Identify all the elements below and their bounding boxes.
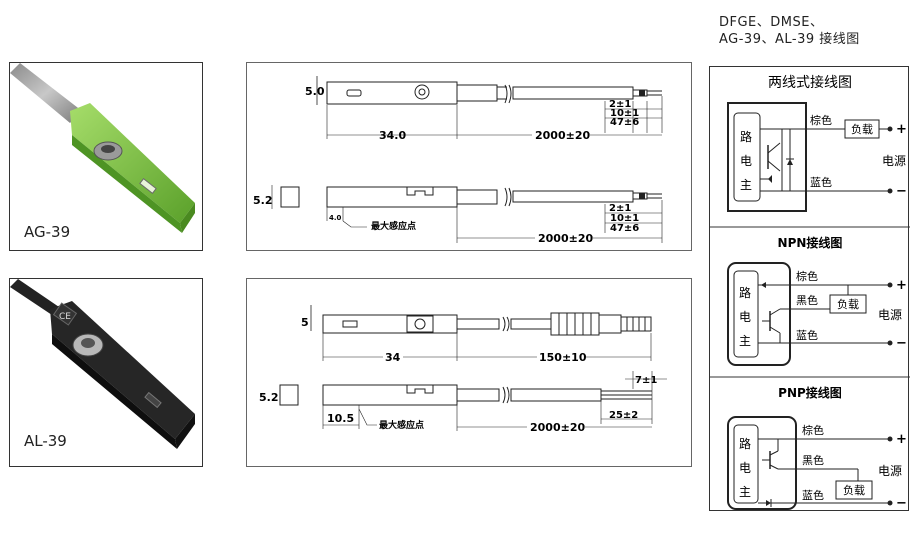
pnp-circuit-char2: 电 <box>739 461 751 475</box>
pnp-plus: + <box>896 432 907 447</box>
ag39-dim-strip2: 10±1 <box>610 108 639 119</box>
ag39-dim-sense-offset: 4.0 <box>329 214 342 222</box>
ag39-dimension-drawing: 5.0 2±1 10±1 47±6 34.0 2000±20 5.2 <box>246 62 692 251</box>
al39-end-profile <box>279 384 299 406</box>
product-label-ag39: AG-39 <box>24 223 71 241</box>
two-wire-power: 电源 <box>882 154 906 168</box>
al39-sense-point-label: 最大感应点 <box>379 419 424 431</box>
ag39-end-profile <box>280 186 300 208</box>
al39-connector-thread <box>620 316 652 332</box>
ag39-sensor-illustration <box>10 63 195 233</box>
ag39-sense-point-label: 最大感应点 <box>371 220 416 232</box>
two-wire-circuit-char3: 主 <box>740 178 752 192</box>
ag39-dim-cable-b: 2000±20 <box>538 232 593 245</box>
ag39-body <box>70 103 195 223</box>
two-wire-plus: + <box>896 122 907 137</box>
pnp-black: 黑色 <box>802 453 824 467</box>
al39-dim-strip1: 7±1 <box>635 375 657 386</box>
ag39-dim-strip1: 2±1 <box>609 99 631 110</box>
npn-circuit-char3: 主 <box>739 334 751 348</box>
npn-blue: 蓝色 <box>796 328 818 342</box>
al39-dim-length: 34 <box>385 351 401 364</box>
two-wire-minus: − <box>896 184 907 199</box>
npn-circuit-char1: 路 <box>739 285 751 300</box>
ag39-dim-strip3-b: 47±6 <box>610 223 639 234</box>
ce-mark-icon: CE <box>59 312 71 322</box>
npn-brown: 棕色 <box>796 269 818 283</box>
al39-cable <box>10 279 62 317</box>
pnp-circuit-char1: 路 <box>739 436 751 451</box>
pnp-load-label: 负载 <box>843 483 865 497</box>
wiring-header: DFGE、DMSE、 AG-39、AL-39 接线图 <box>719 14 860 48</box>
wiring-svg: 两线式接线图 路 电 主 棕色 负载 + 蓝色 − 电源 NPN接线图 <box>710 74 910 511</box>
wiring-header-line1: DFGE、DMSE、 <box>719 15 824 30</box>
ag39-dim-strip2-b: 10±1 <box>610 213 639 224</box>
pnp-blue: 蓝色 <box>802 488 824 502</box>
npn-load-label: 负载 <box>837 297 859 311</box>
wiring-diagrams-panel: 两线式接线图 路 电 主 棕色 负载 + 蓝色 − 电源 NPN接线图 <box>709 66 910 511</box>
pnp-minus: − <box>896 496 907 511</box>
pnp-sensor-box <box>727 416 797 510</box>
al39-dim-cable: 150±10 <box>539 351 587 364</box>
two-wire-brown: 棕色 <box>810 113 832 127</box>
ag39-dim-strip1-b: 2±1 <box>609 203 631 214</box>
pnp-power: 电源 <box>878 464 902 478</box>
al39-dim-sense-offset: 10.5 <box>327 412 354 425</box>
pnp-brown: 棕色 <box>802 423 824 437</box>
ag39-drawing-svg: 5.0 2±1 10±1 47±6 34.0 2000±20 5.2 <box>253 76 663 245</box>
al39-body <box>50 301 195 439</box>
ag39-dim-length: 34.0 <box>379 129 406 142</box>
ag39-dim-width: 5.2 <box>253 194 273 207</box>
al39-dim-cable-b: 2000±20 <box>530 421 585 434</box>
ag39-dim-height: 5.0 <box>305 85 325 98</box>
product-photo-ag39: AG-39 <box>9 62 203 251</box>
npn-plus: + <box>896 278 907 293</box>
two-wire-load-label: 负载 <box>851 122 873 136</box>
al39-dim-width: 5.2 <box>259 391 279 404</box>
two-wire-title: 两线式接线图 <box>768 74 852 91</box>
npn-power: 电源 <box>878 308 902 322</box>
two-wire-sensor-box <box>727 102 807 212</box>
npn-sensor-box <box>727 262 791 366</box>
ag39-dim-strip3: 47±6 <box>610 117 639 128</box>
pnp-circuit-char3: 主 <box>739 485 751 499</box>
pnp-title: PNP接线图 <box>778 385 842 400</box>
two-wire-main-circuit <box>733 112 761 202</box>
al39-dimension-drawing: 5 34 150±10 5.2 <box>246 278 692 467</box>
pnp-main-circuit <box>733 424 759 504</box>
npn-circuit-char2: 电 <box>739 310 751 324</box>
product-photo-al39: CE AL-39 <box>9 278 203 467</box>
al39-drawing-svg: 5 34 150±10 5.2 <box>259 305 667 434</box>
al39-dim-height: 5 <box>301 316 309 329</box>
al39-sensor-illustration: CE <box>10 279 195 449</box>
two-wire-blue: 蓝色 <box>810 175 832 189</box>
ag39-cable <box>10 63 82 123</box>
al39-side-body <box>322 384 458 406</box>
npn-minus: − <box>896 336 907 351</box>
pnp-load <box>835 480 873 500</box>
product-label-al39: AL-39 <box>24 432 67 450</box>
two-wire-circuit-char2: 电 <box>740 154 752 168</box>
npn-title: NPN接线图 <box>778 235 843 250</box>
ag39-dim-cable: 2000±20 <box>535 129 590 142</box>
ag39-side-body <box>326 186 458 208</box>
two-wire-circuit-char1: 路 <box>740 129 752 144</box>
al39-dim-strip2: 25±2 <box>609 410 638 421</box>
wiring-header-line2: AG-39、AL-39 接线图 <box>719 32 860 47</box>
npn-main-circuit <box>733 270 759 358</box>
npn-black: 黑色 <box>796 293 818 307</box>
